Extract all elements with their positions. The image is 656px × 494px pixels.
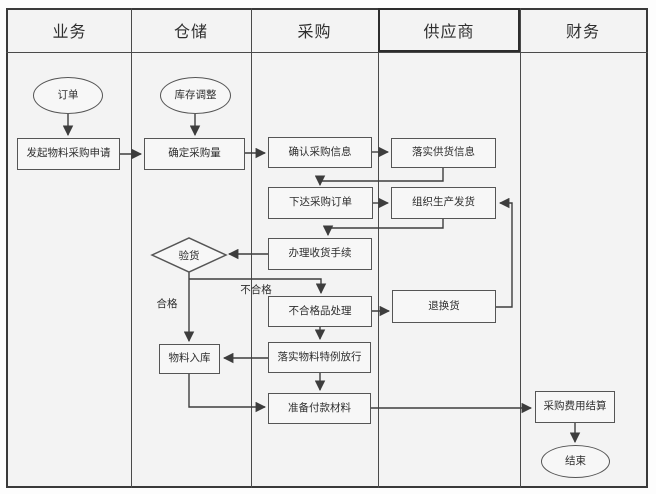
- edge-storage-to-payment: [188, 374, 267, 413]
- node-organize-shipping: 组织生产发货: [391, 187, 496, 219]
- edge-shipping-to-receipt: [322, 219, 444, 237]
- branch-label-fail: 不合格: [240, 284, 272, 296]
- lane-header-warehouse: 仓储: [173, 24, 208, 41]
- node-prepare-payment: 准备付款材料: [268, 393, 371, 424]
- lane-divider-4: [520, 8, 521, 488]
- node-return-exchange: 退换货: [392, 290, 496, 323]
- node-issue-purchase-order: 下达采购订单: [268, 187, 373, 219]
- node-inventory-adjustment: 库存调整: [160, 77, 231, 114]
- edge-supply-to-order: [314, 168, 444, 187]
- node-initiate-request: 发起物料采购申请: [17, 138, 120, 170]
- edge-inspect-to-defect: [189, 278, 327, 295]
- node-implement-supply-info: 落实供货信息: [391, 138, 496, 168]
- lane-header-finance: 财务: [565, 24, 600, 41]
- node-handle-receipt: 办理收货手续: [268, 238, 372, 270]
- node-end: 结束: [541, 445, 610, 478]
- node-order: 订单: [33, 77, 103, 114]
- lane-header-procurement: 采购: [297, 24, 332, 41]
- node-defective-handling: 不合格品处理: [268, 296, 372, 327]
- lane-divider-1: [131, 8, 132, 488]
- header-separator: [6, 52, 648, 53]
- node-special-release: 落实物料特例放行: [268, 342, 371, 373]
- lane-header-business: 业务: [52, 24, 87, 41]
- inspect-goods-diamond: [150, 237, 228, 273]
- lane-divider-3: [378, 8, 379, 488]
- node-expense-settlement: 采购费用结算: [535, 391, 615, 423]
- node-confirm-purchase-info: 确认采购信息: [268, 137, 372, 168]
- branch-label-pass: 合格: [156, 298, 178, 310]
- edge-return-to-shipping: [496, 197, 513, 308]
- lane-header-supplier: 供应商: [423, 24, 475, 41]
- lane-divider-2: [251, 8, 252, 488]
- node-material-storage: 物料入库: [159, 344, 220, 374]
- node-inspect-goods-label: 验货: [178, 249, 200, 262]
- node-determine-quantity: 确定采购量: [144, 138, 245, 170]
